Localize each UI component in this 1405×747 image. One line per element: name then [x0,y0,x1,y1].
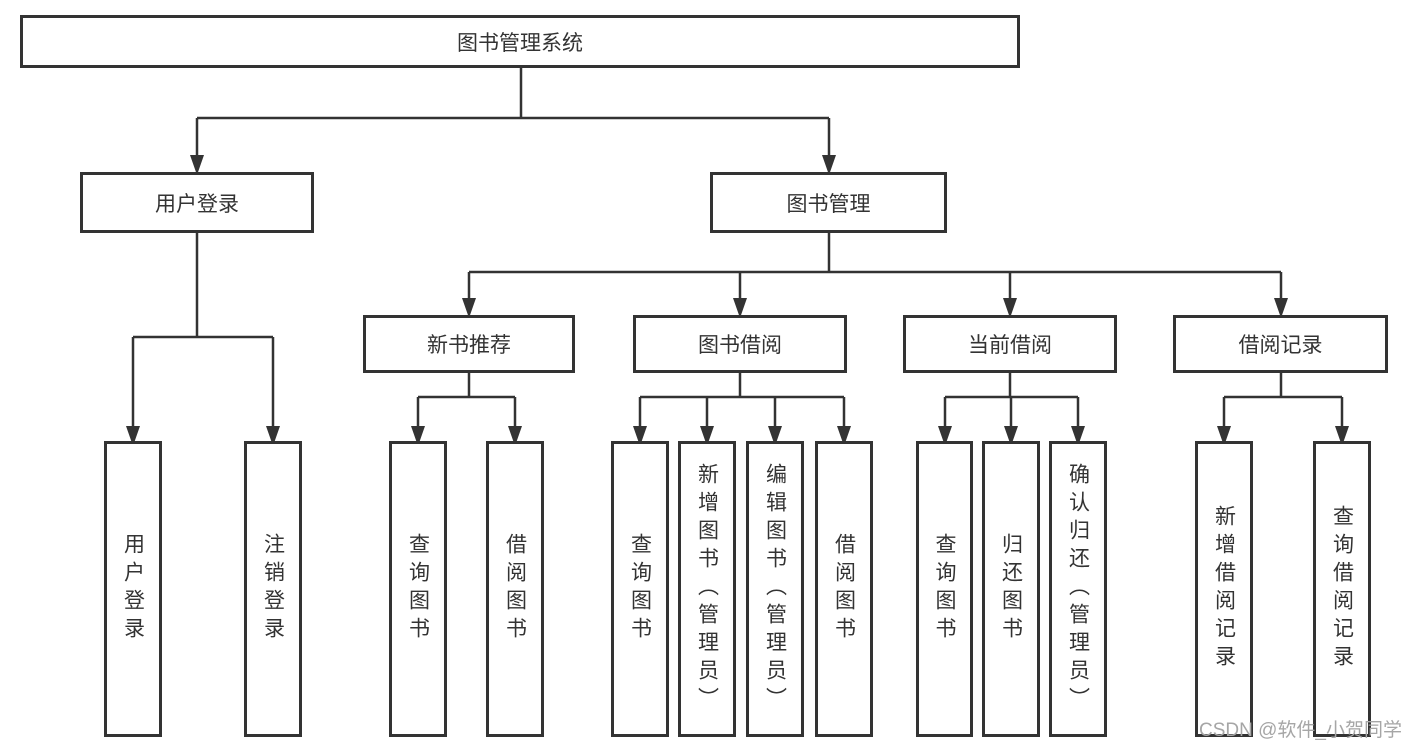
node-label: 编辑图书（管理员） [763,463,787,715]
node-label: 查询图书 [933,533,957,645]
node-label: 图书借阅 [698,334,782,357]
node-query-books-current: 查询图书 [916,441,973,737]
node-user-login-leaf: 用户登录 [104,441,162,737]
node-label: 新增图书（管理员） [695,463,719,715]
node-label: 图书管理 [786,192,871,216]
node-edit-books-admin: 编辑图书（管理员） [746,441,804,737]
node-label: 查询借阅记录 [1330,505,1354,673]
node-return-books: 归还图书 [982,441,1040,737]
node-library-management-system: 图书管理系统 [20,15,1020,68]
node-new-book-recommendation: 新书推荐 [363,315,575,373]
node-query-books-recommend: 查询图书 [389,441,447,737]
node-query-borrow-record: 查询借阅记录 [1313,441,1371,737]
node-add-borrow-record: 新增借阅记录 [1195,441,1253,737]
node-borrow-books-recommend: 借阅图书 [486,441,544,737]
node-label: 查询图书 [406,533,430,645]
node-book-borrowing: 图书借阅 [633,315,847,373]
node-label: 用户登录 [121,533,145,645]
node-label: 确认归还（管理员） [1066,463,1090,715]
node-label: 查询图书 [628,533,652,645]
node-logout: 注销登录 [244,441,302,737]
node-query-books-borrowing: 查询图书 [611,441,669,737]
node-label: 借阅图书 [832,533,856,645]
node-user-login-branch: 用户登录 [80,172,314,233]
node-label: 归还图书 [999,533,1023,645]
node-label: 注销登录 [261,533,285,645]
arrowheads [126,155,1349,446]
watermark-text: CSDN @软件_小贺同学 [1199,720,1402,741]
node-borrow-books-borrowing: 借阅图书 [815,441,873,737]
node-label: 用户登录 [155,192,239,216]
node-add-books-admin: 新增图书（管理员） [678,441,736,737]
node-confirm-return-admin: 确认归还（管理员） [1049,441,1107,737]
node-label: 图书管理系统 [457,31,583,55]
node-borrowing-records: 借阅记录 [1173,315,1388,373]
node-label: 新增借阅记录 [1212,505,1236,673]
node-label: 新书推荐 [427,334,511,357]
node-label: 借阅图书 [503,533,527,645]
node-label: 借阅记录 [1238,334,1323,357]
node-current-borrowing: 当前借阅 [903,315,1117,373]
node-label: 当前借阅 [968,334,1052,357]
node-book-management: 图书管理 [710,172,947,233]
